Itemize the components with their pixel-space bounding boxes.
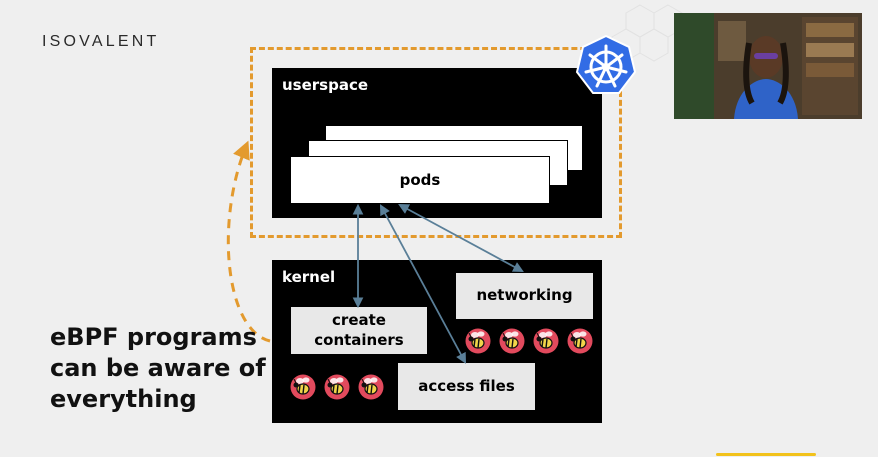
ebpf-bee-icon bbox=[324, 374, 350, 400]
pods-label: pods bbox=[399, 171, 441, 189]
ebpf-bee-icon bbox=[290, 374, 316, 400]
create-containers-line1: create bbox=[332, 311, 386, 329]
ebpf-bee-icon bbox=[499, 328, 525, 354]
userspace-title: userspace bbox=[282, 76, 369, 94]
ebpf-bee-icon bbox=[358, 374, 384, 400]
create-containers-box: create containers bbox=[291, 307, 427, 354]
kernel-title: kernel bbox=[282, 268, 336, 286]
kubernetes-logo-icon bbox=[575, 34, 637, 94]
caption-line1: eBPF programs bbox=[50, 323, 257, 351]
userspace-panel: userspace pods bbox=[272, 68, 602, 218]
access-files-box: access files bbox=[398, 363, 535, 410]
speaker-video-frame bbox=[674, 13, 862, 119]
ebpf-bee-icon bbox=[533, 328, 559, 354]
access-files-label: access files bbox=[418, 376, 515, 395]
create-containers-line2: containers bbox=[314, 330, 404, 349]
speaker-webcam bbox=[674, 13, 862, 119]
isovalent-logo: ISOVALENT bbox=[42, 33, 160, 50]
networking-label: networking bbox=[476, 286, 573, 305]
caption-line3: everything bbox=[50, 385, 197, 413]
kernel-panel: kernel create containers networking acce… bbox=[272, 260, 602, 423]
networking-box: networking bbox=[456, 273, 593, 319]
ebpf-bee-icon bbox=[465, 328, 491, 354]
pod-card-front: pods bbox=[290, 156, 550, 204]
partial-overlay-text bbox=[716, 450, 836, 457]
caption-line2: can be aware of bbox=[50, 354, 266, 382]
ebpf-bee-icon bbox=[567, 328, 593, 354]
slide-caption: eBPF programs can be aware of everything bbox=[50, 322, 266, 415]
